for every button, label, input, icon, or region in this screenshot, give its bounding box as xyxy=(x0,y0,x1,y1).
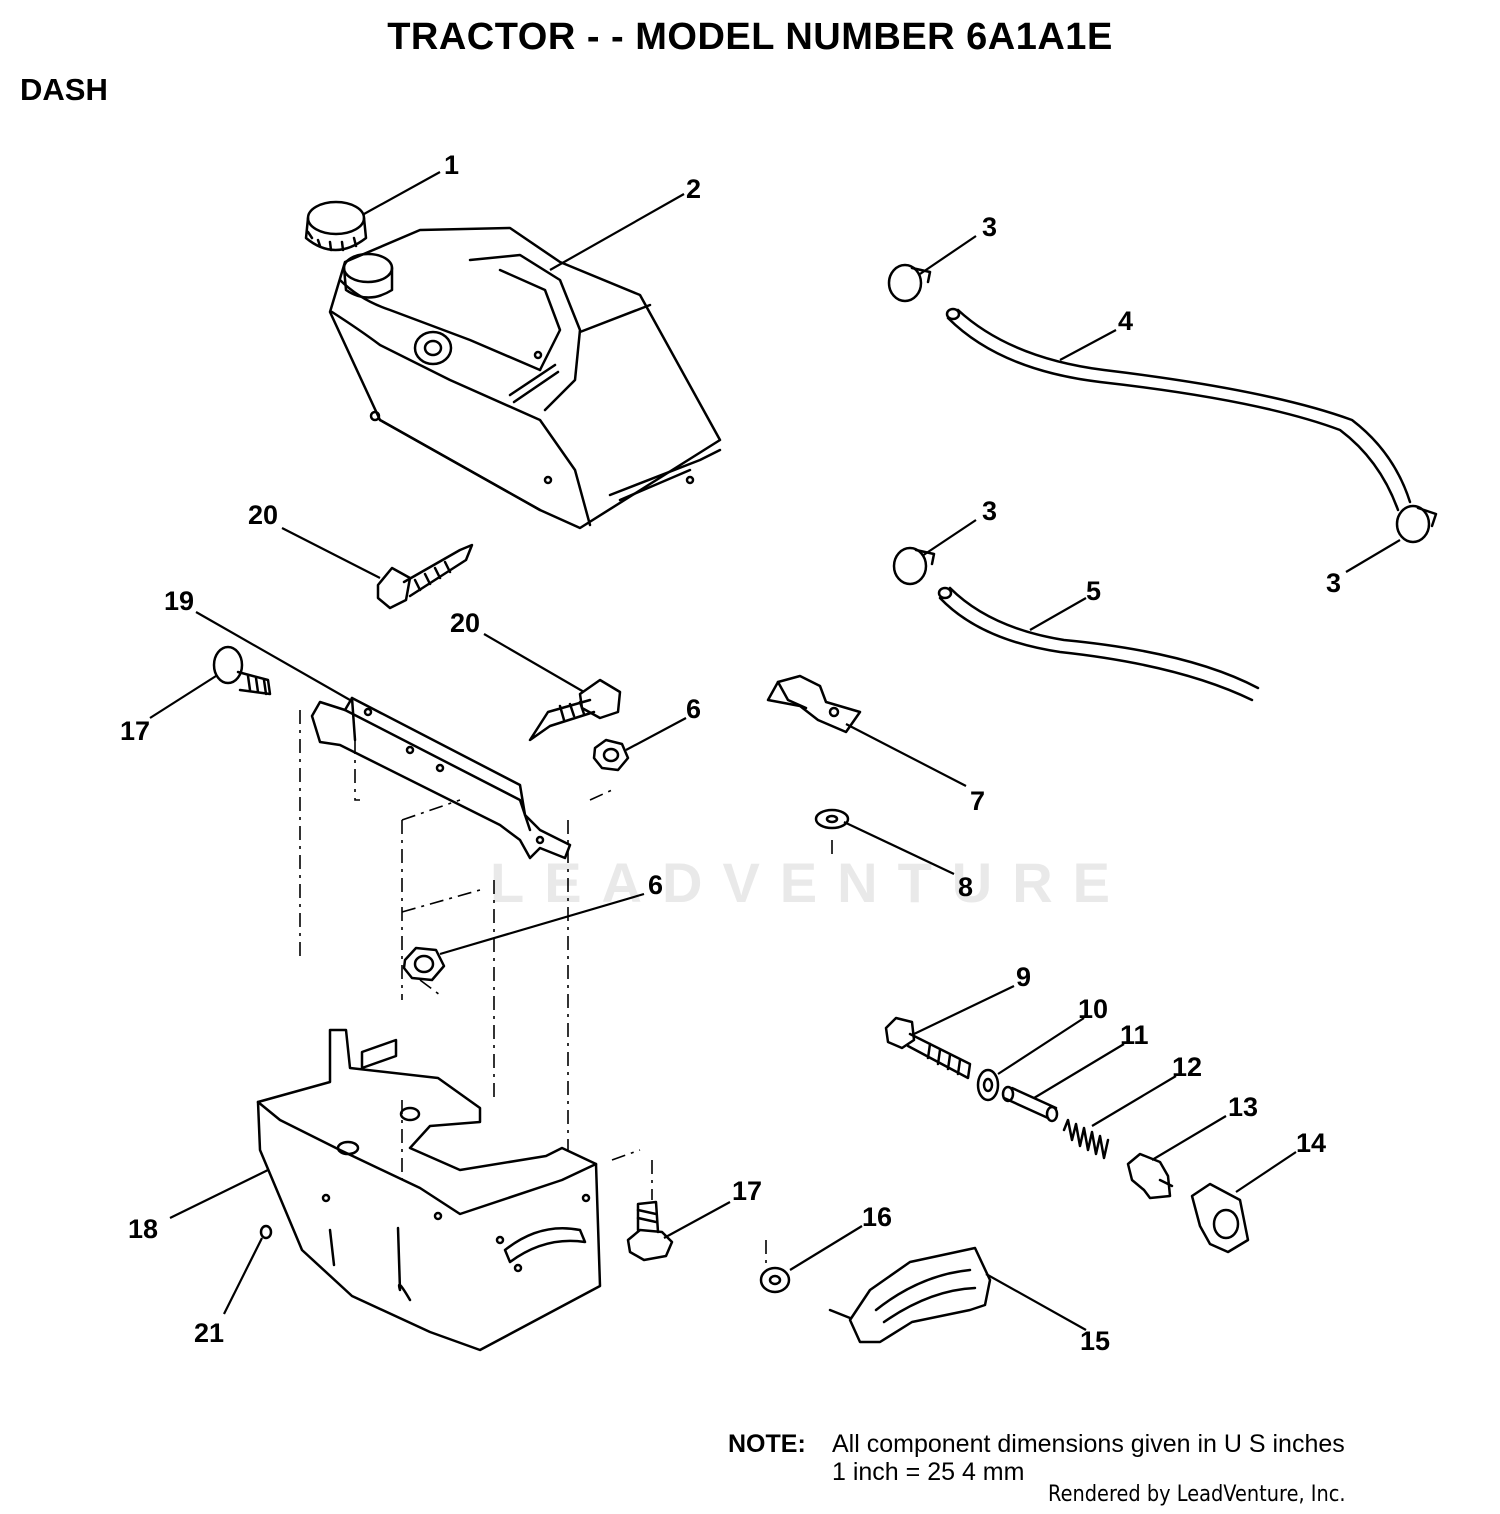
callout-6: 6 xyxy=(648,870,663,900)
part-5-fuel-line xyxy=(937,586,1260,702)
part-17-bolt-left xyxy=(212,645,272,696)
page-title: TRACTOR - - MODEL NUMBER 6A1A1E xyxy=(387,16,1113,58)
part-21-pin xyxy=(259,1224,273,1240)
part-16-nut xyxy=(759,1266,791,1294)
part-3-hose-clamp-top xyxy=(887,263,932,303)
callout-10: 10 xyxy=(1078,994,1108,1024)
part-10-washer xyxy=(976,1068,1000,1102)
note-label: NOTE: xyxy=(728,1430,806,1458)
callout-4: 4 xyxy=(1118,306,1133,336)
part-11-spacer xyxy=(1001,1085,1059,1123)
render-credit: Rendered by LeadVenture, Inc. xyxy=(1048,1482,1346,1507)
part-2-fuel-tank xyxy=(328,226,722,530)
callout-18: 18 xyxy=(128,1214,158,1244)
part-6-nut-lower xyxy=(402,946,446,982)
callout-19: 19 xyxy=(164,586,194,616)
callout-17: 17 xyxy=(120,716,150,746)
callout-3: 3 xyxy=(1326,568,1341,598)
callout-16: 16 xyxy=(862,1202,892,1232)
part-12-spring xyxy=(1062,1118,1110,1160)
callout-20: 20 xyxy=(450,608,480,638)
part-18-dash-panel xyxy=(256,1028,602,1352)
callout-1: 1 xyxy=(444,150,459,180)
callout-6: 6 xyxy=(686,694,701,724)
part-4-fuel-line xyxy=(945,307,1412,512)
callout-13: 13 xyxy=(1228,1092,1258,1122)
part-7-clip xyxy=(766,674,862,734)
part-8-washer xyxy=(814,808,850,830)
part-13-lever xyxy=(1126,1152,1174,1200)
callout-17: 17 xyxy=(732,1176,762,1206)
part-17-bolt-lower xyxy=(626,1200,674,1262)
part-3-hose-clamp-right xyxy=(1395,504,1438,544)
callout-2: 2 xyxy=(686,174,701,204)
callout-20: 20 xyxy=(248,500,278,530)
callout-7: 7 xyxy=(970,786,985,816)
callout-12: 12 xyxy=(1172,1052,1202,1082)
callout-15: 15 xyxy=(1080,1326,1110,1356)
part-19-bracket xyxy=(310,696,572,860)
part-20-screw-lower xyxy=(528,678,622,742)
leadventure-watermark: LEADVENTURE xyxy=(490,851,1131,914)
section-label: DASH xyxy=(20,72,108,107)
callout-3: 3 xyxy=(982,212,997,242)
part-14-knob xyxy=(1190,1182,1250,1254)
part-20-screw-upper xyxy=(376,543,474,610)
note-line-1: All component dimensions given in U S in… xyxy=(832,1430,1345,1458)
dimension-note: NOTE: All component dimensions given in U… xyxy=(728,1430,1345,1486)
part-9-bolt xyxy=(884,1016,972,1080)
part-6-nut-upper xyxy=(592,738,630,772)
callout-5: 5 xyxy=(1086,576,1101,606)
part-1-fuel-cap xyxy=(304,200,368,252)
callout-8: 8 xyxy=(958,872,973,902)
callout-11: 11 xyxy=(1120,1020,1149,1050)
part-3-hose-clamp-mid xyxy=(892,546,936,586)
part-15-plate xyxy=(828,1246,992,1344)
callout-14: 14 xyxy=(1296,1128,1326,1158)
callout-21: 21 xyxy=(194,1318,224,1348)
callout-3: 3 xyxy=(982,496,997,526)
note-line-2: 1 inch = 25 4 mm xyxy=(832,1458,1025,1486)
callout-9: 9 xyxy=(1016,962,1031,992)
